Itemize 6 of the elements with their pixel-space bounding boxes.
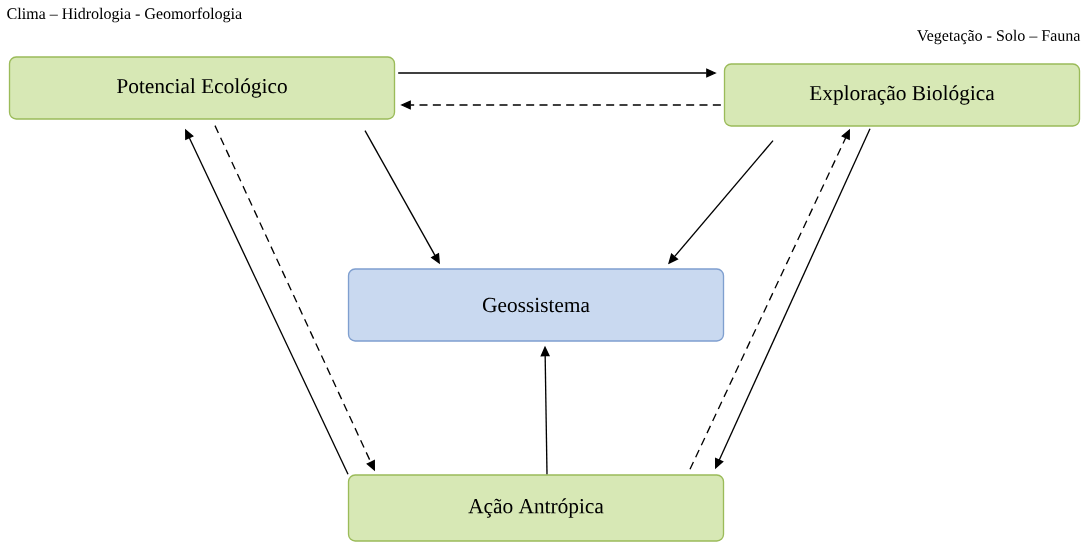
- process-box: Exploração Biológica: [723, 63, 1081, 127]
- process-box: Geossistema: [347, 268, 725, 342]
- caption-text: Clima – Hidrologia - Geomorfologia: [7, 7, 242, 23]
- caption-text: Vegetação - Solo – Fauna: [917, 29, 1081, 45]
- process-box: Potencial Ecológico: [8, 56, 396, 120]
- process-box: Ação Antrópica: [347, 474, 725, 542]
